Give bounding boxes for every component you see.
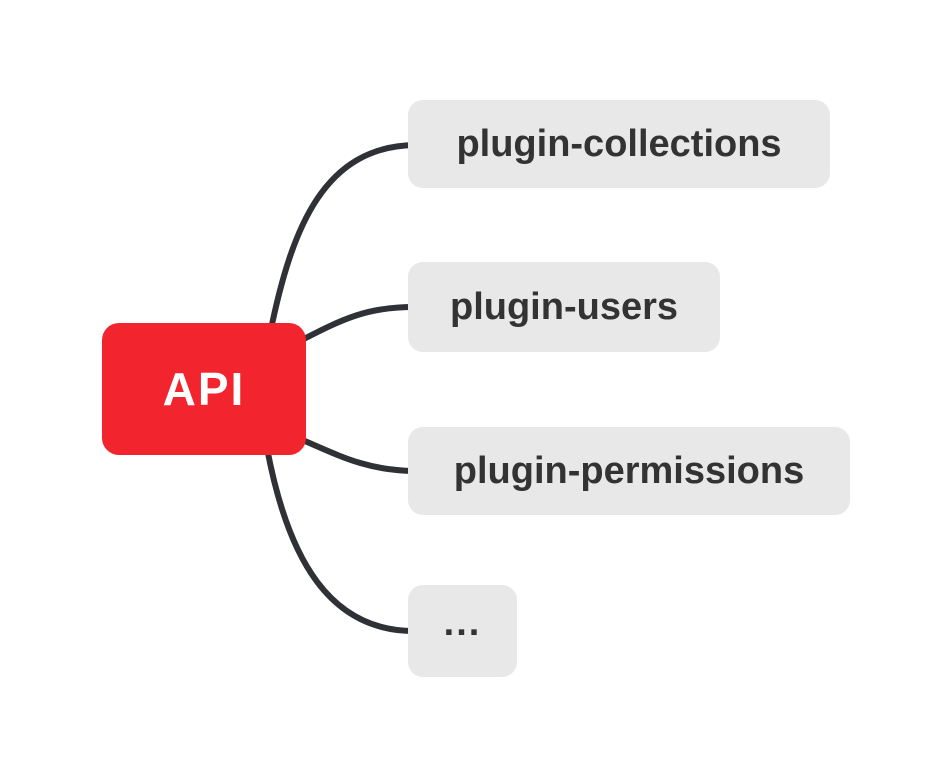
node-plugin-permissions: plugin-permissions (408, 427, 850, 515)
node-api-label: API (162, 363, 246, 415)
node-plugin-collections-label: plugin-collections (456, 122, 782, 165)
connector-api-to-plugin-users (295, 304, 417, 345)
node-plugin-users: plugin-users (408, 262, 720, 352)
node-plugin-users-label: plugin-users (449, 285, 679, 328)
node-more-label: ... (443, 601, 482, 644)
connector-api-to-plugin-permissions (295, 435, 417, 474)
connector-api-to-plugin-collections (267, 142, 417, 337)
node-api: API (102, 323, 306, 455)
node-plugin-permissions-label: plugin-permissions (453, 449, 805, 492)
node-more: ... (408, 585, 517, 677)
node-plugin-collections: plugin-collections (408, 100, 830, 188)
connector-api-to-more (264, 445, 417, 634)
